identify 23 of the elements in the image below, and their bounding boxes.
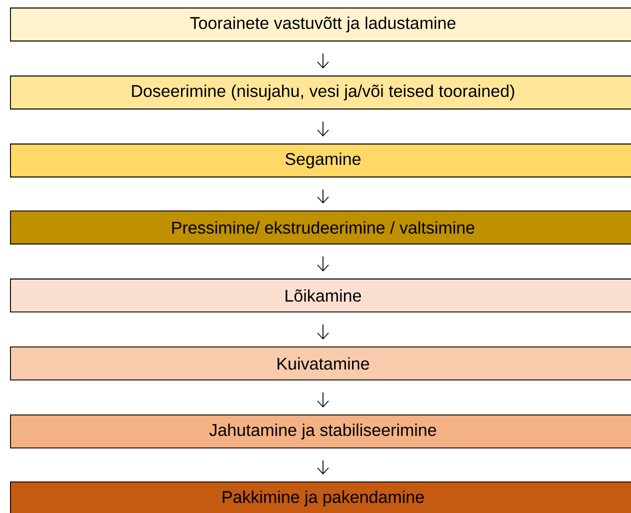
step-label: Doseerimine (nisujahu, vesi ja/või teised toorained) <box>132 84 514 100</box>
step-label: Toorainete vastuvõtt ja ladustamine <box>190 16 456 32</box>
arrow <box>317 460 329 475</box>
process-box <box>10 76 631 110</box>
arrow <box>317 52 329 69</box>
process-box <box>10 414 631 448</box>
step-label: Lõikamine <box>286 289 361 302</box>
arrow <box>317 324 329 340</box>
arrow <box>317 392 329 408</box>
process-box <box>10 278 631 312</box>
step-label: Kuivatamine <box>278 357 370 370</box>
process-box <box>10 8 631 42</box>
step-label: Jahutamine ja stabiliseerimine <box>209 424 436 440</box>
arrow <box>317 189 329 204</box>
step-label: Pressimine/ ekstrudeerimine / valtsimine <box>172 221 474 234</box>
process-box <box>10 210 631 244</box>
process-box <box>10 482 631 513</box>
process-box <box>10 144 631 178</box>
arrow <box>317 256 329 272</box>
step-label: Pakkimine ja pakendamine <box>222 490 424 506</box>
process-box <box>10 346 631 380</box>
step-label: Segamine <box>286 152 361 168</box>
arrow <box>317 121 329 137</box>
